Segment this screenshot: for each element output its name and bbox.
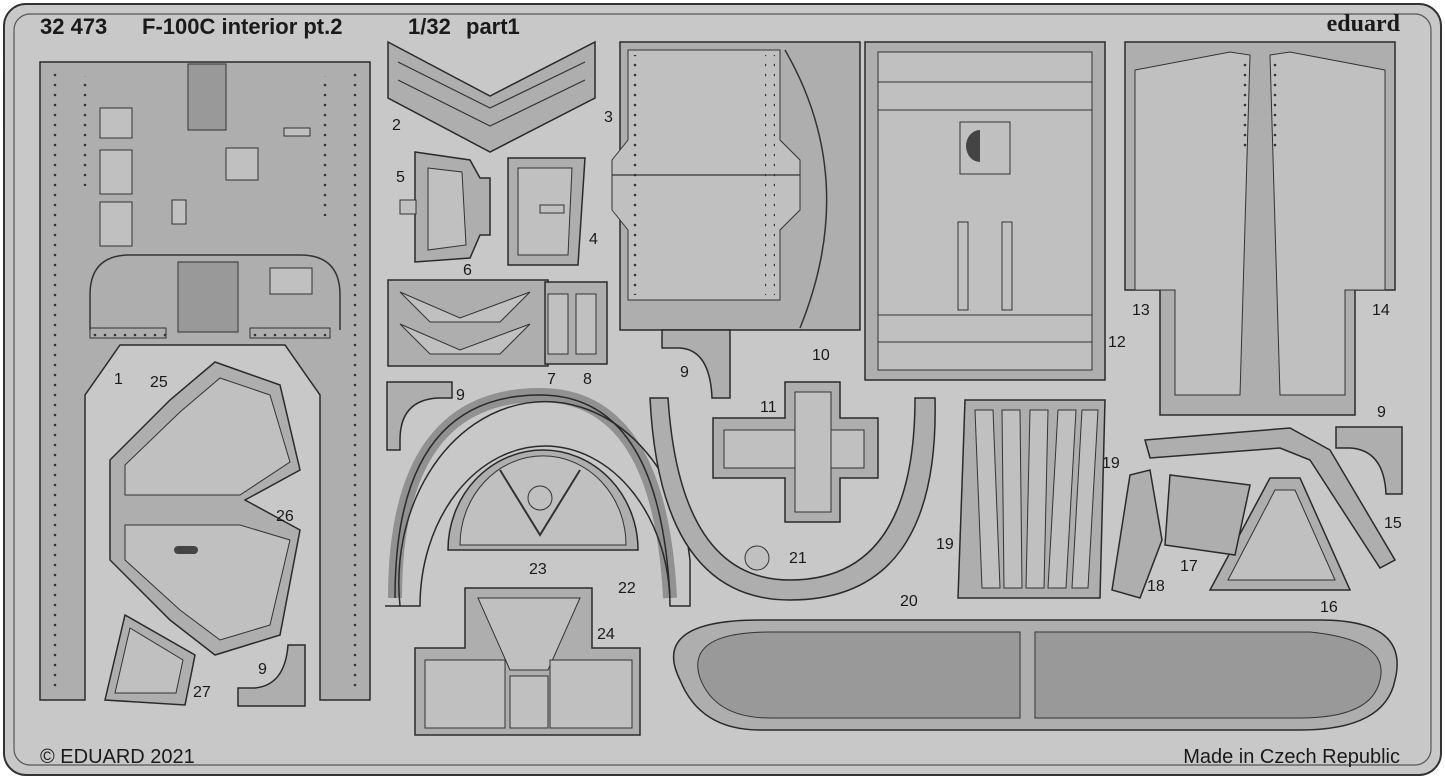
part-label-7: 7: [547, 371, 556, 388]
part-label-9d: 9: [258, 661, 267, 678]
kit-scale: 1/32: [408, 14, 451, 39]
part-label-20: 20: [900, 593, 918, 610]
part-label-23: 23: [529, 561, 547, 578]
part-label-18: 18: [1147, 578, 1165, 595]
catalog-number: 32 473: [40, 14, 107, 39]
part-label-12: 12: [1108, 334, 1126, 351]
part-label-22: 22: [618, 580, 636, 597]
part-27: [104, 613, 196, 706]
part-20-teardrop: [672, 619, 1398, 731]
part-label-11: 11: [760, 399, 777, 416]
part-19-slats: [957, 399, 1106, 599]
part-24: [414, 587, 641, 736]
brand-logo: eduard: [1327, 11, 1401, 37]
part-6-straps: [387, 279, 608, 367]
part-12-panel: [864, 41, 1106, 381]
fret-inner-border: [13, 13, 1432, 766]
part-label-17: 17: [1180, 558, 1198, 575]
part-label-9c: 9: [1377, 404, 1386, 421]
part-label-26: 26: [276, 508, 294, 525]
part-label-16: 16: [1320, 599, 1338, 616]
part-label-19a: 19: [1102, 455, 1120, 472]
part-label-8: 8: [583, 371, 592, 388]
part-5-6: [399, 151, 491, 263]
part-label-19b: 19: [936, 536, 954, 553]
part-number-labels: 1 2 3 4 5 6 7 8 9 9 9 9 10 11 12 13 14 1…: [114, 109, 1402, 701]
part-label-15: 15: [1384, 515, 1402, 532]
part-16-17-18: [1111, 469, 1352, 599]
part-label-10: 10: [812, 347, 830, 364]
part-label-25: 25: [150, 374, 168, 391]
part-23-semicircle: [447, 449, 639, 551]
part-3-panel: [611, 41, 861, 331]
kit-title: F-100C interior pt.2: [142, 14, 342, 39]
part-label-9b: 9: [456, 387, 465, 404]
part-11-cross: [712, 381, 879, 523]
sheet-label: part1: [466, 14, 520, 39]
part-21-arc: [649, 397, 936, 601]
part-label-2: 2: [392, 117, 401, 134]
part-15-strap: [1144, 427, 1397, 569]
part-22-arc: [385, 387, 691, 607]
part-label-14: 14: [1372, 302, 1390, 319]
part-label-21: 21: [789, 550, 807, 567]
copyright-text: © EDUARD 2021: [40, 746, 195, 768]
part-label-5: 5: [396, 169, 405, 186]
part-label-13: 13: [1132, 302, 1150, 319]
part-2-chevron: [387, 40, 596, 153]
part-13-14-panel: [1124, 41, 1396, 416]
part-label-1: 1: [114, 371, 123, 388]
part-label-9a: 9: [680, 364, 689, 381]
origin-text: Made in Czech Republic: [1183, 746, 1400, 768]
part-label-3: 3: [604, 109, 613, 126]
part-label-6: 6: [463, 262, 472, 279]
part-25-26: [109, 361, 301, 656]
part-label-27: 27: [193, 684, 211, 701]
part-4: [507, 157, 586, 266]
part-label-24: 24: [597, 626, 615, 643]
part-label-4: 4: [589, 231, 598, 248]
part-1-console: [39, 61, 371, 701]
part-9-corners: [237, 329, 1403, 707]
